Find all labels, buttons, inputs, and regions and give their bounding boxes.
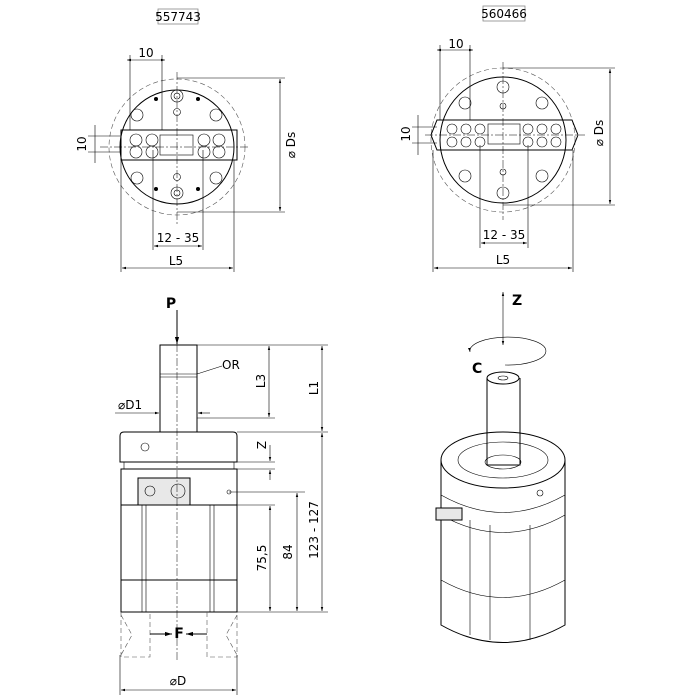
dim-height: 10 bbox=[75, 136, 89, 151]
side-view: P OR L3 L1 ⌀D1 Z 75,5 84 123 - 127 bbox=[115, 296, 328, 695]
dim-d1: ⌀D1 bbox=[118, 398, 142, 412]
body bbox=[120, 468, 238, 613]
head bbox=[119, 431, 238, 463]
axis-z-label: Z bbox=[512, 293, 522, 309]
iso-body bbox=[440, 460, 566, 643]
dim-diameter: ⌀ Ds bbox=[592, 120, 606, 147]
dim-l1: L1 bbox=[307, 381, 321, 395]
dim-z: Z bbox=[255, 441, 269, 449]
dim-l3: L3 bbox=[254, 374, 268, 388]
dim-height: 123 - 127 bbox=[307, 501, 321, 559]
stem bbox=[159, 344, 198, 433]
dim-diameter: ⌀ Ds bbox=[284, 132, 298, 159]
force-label: P bbox=[166, 296, 176, 312]
top-view-557743: 557743 10 10 ⌀ Ds 12 - 35 L5 bbox=[75, 8, 298, 272]
dim-width: 10 bbox=[138, 46, 153, 60]
part-number-box bbox=[482, 5, 526, 22]
dim-75-5: 75,5 bbox=[255, 545, 269, 572]
part-number-label: 557743 bbox=[155, 10, 201, 24]
jaws bbox=[120, 612, 238, 658]
dim-width: 10 bbox=[448, 37, 463, 51]
oring-label: OR bbox=[222, 358, 240, 372]
rotation-c-label: C bbox=[472, 361, 482, 377]
dim-height: 10 bbox=[399, 126, 413, 141]
part-number-box bbox=[157, 8, 199, 25]
dim-length: L5 bbox=[496, 253, 510, 267]
part-number-label: 560466 bbox=[481, 7, 527, 21]
dim-length: L5 bbox=[169, 254, 183, 268]
isometric-view: Z C bbox=[435, 292, 566, 643]
dim-stroke: 12 - 35 bbox=[483, 228, 526, 242]
dim-diameter-d: ⌀D bbox=[170, 674, 186, 688]
insert bbox=[137, 477, 191, 506]
dim-stroke: 12 - 35 bbox=[157, 231, 200, 245]
iso-fitting bbox=[435, 507, 463, 521]
iso-stem bbox=[486, 378, 521, 466]
spring bbox=[487, 123, 521, 145]
grip-force-label: F bbox=[174, 626, 184, 642]
dim-84: 84 bbox=[281, 544, 295, 559]
jaw-bar bbox=[120, 129, 238, 161]
top-view-560466: 560466 10 10 ⌀ Ds 12 - 35 L5 bbox=[399, 5, 615, 272]
spring bbox=[159, 134, 194, 156]
rotation-arrow bbox=[468, 336, 547, 366]
